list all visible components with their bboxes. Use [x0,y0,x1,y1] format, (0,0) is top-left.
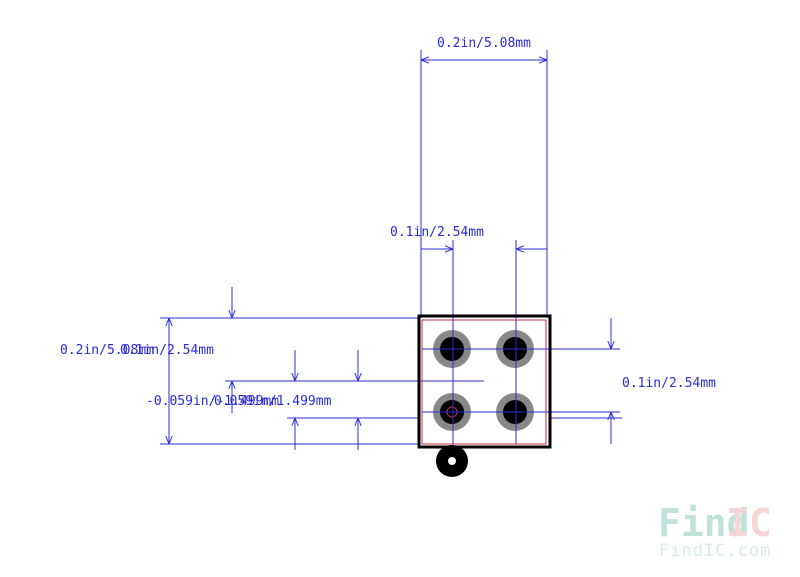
dimension-top-width: 0.2in/5.08mm [420,36,548,318]
dimension-offset-label-b: 0.059in/1.499mm [214,394,332,409]
logo-text-find: Find [658,501,750,545]
pin1-marker [436,445,468,477]
dimension-offset-label-a: -0.059in/-1.499mm [146,394,279,409]
logo-text-ic: IC [726,501,772,545]
pad-grid [422,320,546,444]
component-outline [417,314,552,449]
dimension-pitch-horizontal-label: 0.1in/2.54mm [390,225,484,240]
dimension-offset: -0.059in/-1.499mm 0.059in/1.499mm [146,350,484,450]
dimension-top-width-label: 0.2in/5.08mm [437,36,531,51]
courtyard-outline [421,319,547,445]
dimension-right-pitch-label: 0.1in/2.54mm [622,376,716,391]
dimension-left-height-label-b: 0.1in/2.54mm [120,343,214,358]
dimension-left-height: 0.2in/5.08mm 0.1in/2.54mm [60,287,420,445]
logo-subtext: FindIC.com [659,541,771,561]
component-body [417,314,552,449]
dimension-left-height-label-a: 0.2in/5.08mm [60,343,154,358]
findic-logo: Find IC FindIC.com [658,501,772,561]
